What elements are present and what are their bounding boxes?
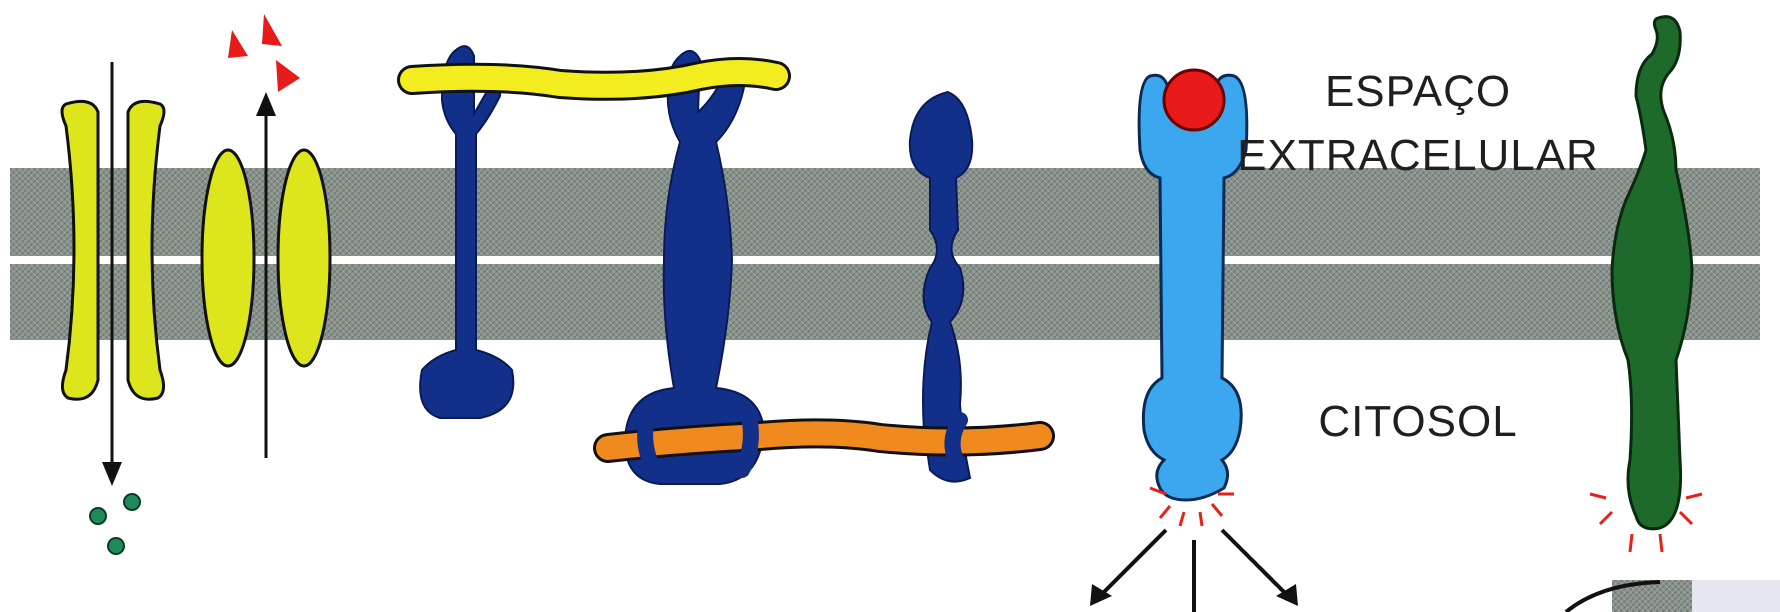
- transporter-right-subunit: [278, 150, 330, 366]
- receptor-signal-burst: [1160, 506, 1170, 518]
- enzyme-signal-burst: [1630, 534, 1632, 552]
- ion-dot: [124, 494, 140, 510]
- enzyme-signal-burst: [1660, 534, 1662, 552]
- transporter-protein: [202, 14, 330, 458]
- extracellular-label-line1: ESPAÇO: [1325, 67, 1511, 116]
- channel-protein: [62, 62, 164, 554]
- receptor-signal-burst: [1212, 504, 1222, 516]
- cropped-corner-fragment: [1566, 580, 1780, 612]
- ion-dot: [90, 508, 106, 524]
- enzyme-signal-burst: [1686, 494, 1702, 498]
- corner-light-patch: [1692, 580, 1780, 612]
- extracellular-label-line2: EXTRACELULAR: [1237, 131, 1599, 180]
- transporter-left-subunit: [202, 150, 254, 366]
- ligand: [1164, 70, 1224, 130]
- signal-arrow-right: [1222, 530, 1288, 596]
- transported-molecule: [276, 60, 300, 92]
- enzyme-body: [1612, 17, 1692, 529]
- outer-leaflet: [10, 168, 1760, 256]
- anchor-2-clamp: [742, 412, 751, 470]
- receptor-signal-burst: [1200, 512, 1202, 526]
- enzyme-signal-burst: [1680, 512, 1692, 524]
- channel-flow-arrowhead: [102, 462, 122, 486]
- inner-leaflet: [10, 264, 1760, 340]
- transported-molecule: [262, 14, 282, 46]
- receptor-signal-burst: [1180, 512, 1184, 526]
- transported-molecule: [228, 30, 248, 58]
- transporter-flow-arrowhead: [256, 92, 276, 116]
- enzyme-signal-burst: [1600, 512, 1612, 524]
- cytosol-label: CITOSOL: [1318, 397, 1517, 446]
- signal-arrow-left: [1100, 530, 1166, 596]
- anchor-2-clamp: [645, 412, 654, 470]
- lipid-bilayer: [10, 168, 1760, 340]
- enzyme-signal-burst: [1590, 494, 1606, 498]
- anchor-3-clamp: [952, 420, 960, 464]
- extracellular-fiber-fill: [412, 72, 776, 86]
- labels: ESPAÇO EXTRACELULAR CITOSOL: [1237, 67, 1599, 446]
- ion-dot: [108, 538, 124, 554]
